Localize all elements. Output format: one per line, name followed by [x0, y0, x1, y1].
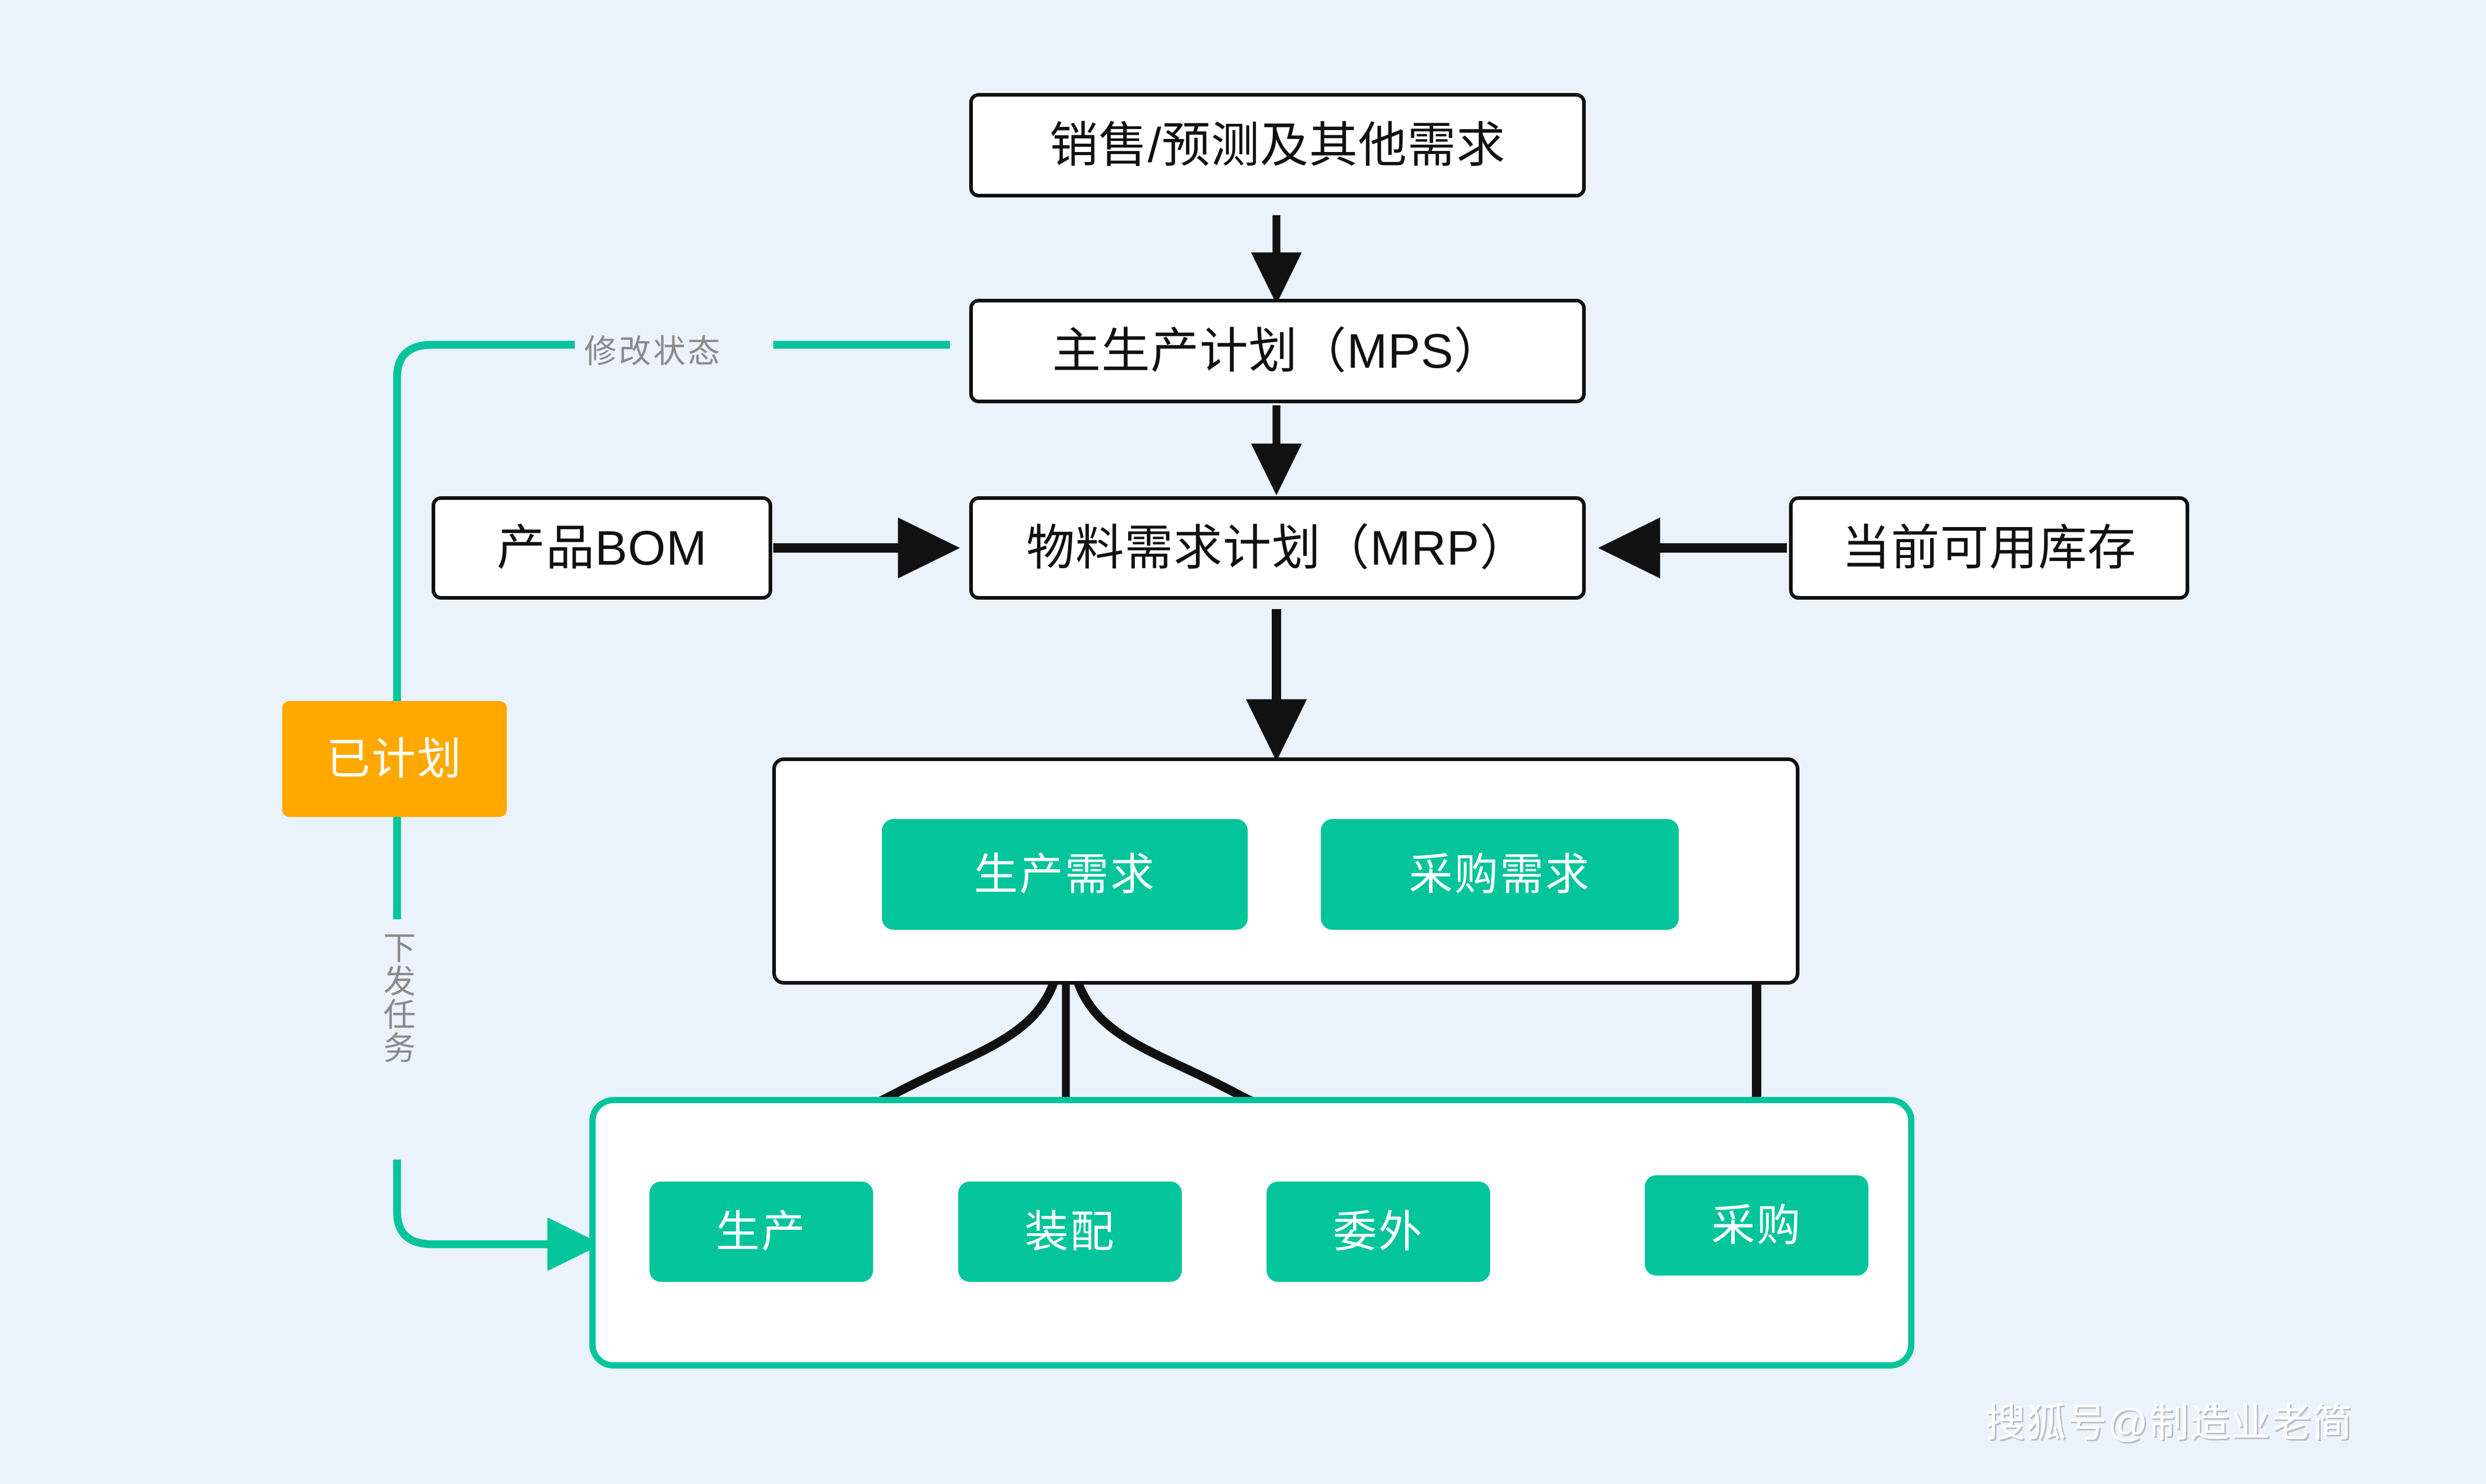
- node-stock-label: 当前可用库存: [1842, 520, 2136, 575]
- edge-label-modify-status: 修改状态: [584, 334, 723, 370]
- node-bom-label: 产品BOM: [496, 520, 707, 575]
- node-production-demand-label: 生产需求: [973, 849, 1156, 899]
- node-purchase-demand[interactable]: 采购需求: [1321, 819, 1679, 930]
- node-mrp[interactable]: 物料需求计划（MRP）: [969, 496, 1586, 600]
- edge-label-dispatch-task: 下发任务: [378, 931, 414, 1065]
- node-mrp-label: 物料需求计划（MRP）: [1026, 520, 1529, 575]
- node-purchase-label: 采购: [1711, 1200, 1802, 1250]
- node-outsource-label: 委外: [1332, 1207, 1424, 1256]
- node-assemble[interactable]: 装配: [958, 1182, 1182, 1282]
- node-planned[interactable]: 已计划: [282, 701, 507, 817]
- watermark-text: 搜狐号@制造业老简: [1985, 1401, 2353, 1445]
- node-planned-label: 已计划: [326, 734, 463, 784]
- node-outsource[interactable]: 委外: [1267, 1182, 1490, 1282]
- dispatch-task-label-backdrop: [366, 919, 428, 1160]
- node-production-demand[interactable]: 生产需求: [882, 819, 1248, 930]
- modify-status-label-backdrop: [575, 313, 773, 376]
- node-mps-label: 主生产计划（MPS）: [1052, 323, 1503, 378]
- node-mps[interactable]: 主生产计划（MPS）: [969, 299, 1586, 403]
- node-produce-label: 生产: [715, 1207, 807, 1256]
- node-purchase[interactable]: 采购: [1645, 1175, 1868, 1276]
- node-assemble-label: 装配: [1024, 1207, 1116, 1256]
- node-produce[interactable]: 生产: [649, 1182, 873, 1282]
- node-stock[interactable]: 当前可用库存: [1789, 496, 2189, 600]
- node-demand-source-label: 销售/预测及其他需求: [1049, 118, 1506, 172]
- node-purchase-demand-label: 采购需求: [1409, 849, 1591, 899]
- node-demand-source[interactable]: 销售/预测及其他需求: [969, 93, 1586, 197]
- node-bom[interactable]: 产品BOM: [432, 496, 772, 600]
